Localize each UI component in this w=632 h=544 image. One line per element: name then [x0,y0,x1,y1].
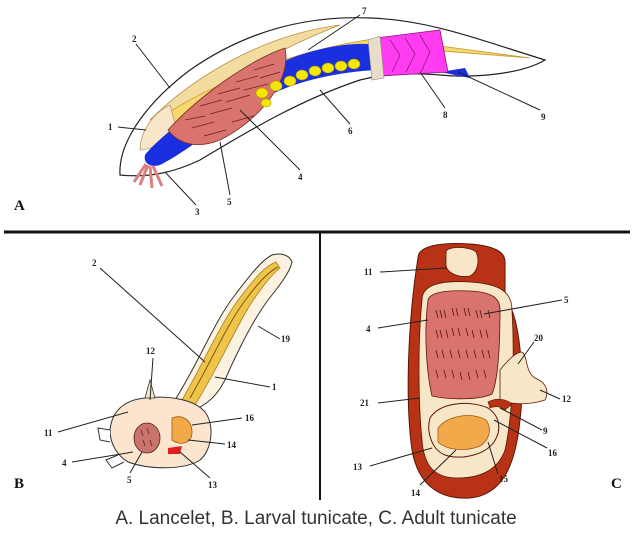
adult-label-21: 21 [360,398,370,408]
adult-label-11: 11 [364,267,373,277]
larva-label-19: 19 [281,334,291,344]
panel-letter-a: A [14,198,25,214]
larva-notochord [182,262,280,405]
lancelet-label-6: 6 [348,126,353,136]
adult-tunicate-diagram: 11 5 4 20 12 21 9 16 13 15 14 C [353,244,622,499]
panel-letter-b: B [14,476,24,492]
lancelet-label-4: 4 [298,172,303,182]
larva-pharynx [134,423,160,453]
larva-label-2: 2 [92,258,97,268]
larva-label-16: 16 [245,413,255,423]
panel-letter-c: C [611,476,622,492]
lancelet-label-1: 1 [108,122,113,132]
figure-caption: A. Lancelet, B. Larval tunicate, C. Adul… [0,508,632,530]
adult-label-15: 15 [499,474,509,484]
adult-label-16: 16 [548,448,558,458]
adult-label-13: 13 [353,462,363,472]
lancelet-label-2: 2 [132,34,137,44]
adult-label-14: 14 [411,488,421,498]
lancelet-label-5: 5 [227,197,232,207]
larva-label-12: 12 [146,346,156,356]
adult-atrial-siphon-tip [446,248,478,277]
adult-label-9: 9 [543,426,548,436]
larva-label-13: 13 [208,480,218,490]
lancelet-label-7: 7 [362,6,367,16]
larva-label-1: 1 [272,382,277,392]
larval-tunicate-diagram: 2 19 1 12 11 16 14 13 4 5 B [14,254,292,492]
larva-trunk [110,397,211,468]
adult-pharynx [426,291,500,399]
lancelet-label-3: 3 [195,207,200,217]
larva-label-14: 14 [227,440,237,450]
lancelet-label-8: 8 [443,110,448,120]
adult-label-12: 12 [562,394,572,404]
adult-label-20: 20 [534,333,544,343]
lancelet-diagram: 2 1 3 5 4 6 7 8 9 A [14,6,546,217]
adult-label-4: 4 [366,324,371,334]
larva-label-11: 11 [44,428,53,438]
adult-label-5: 5 [564,295,569,305]
larva-label-5: 5 [127,475,132,485]
larva-label-4: 4 [62,458,67,468]
lancelet-label-9: 9 [541,112,546,122]
lancelet-posterior-segment [376,30,448,76]
